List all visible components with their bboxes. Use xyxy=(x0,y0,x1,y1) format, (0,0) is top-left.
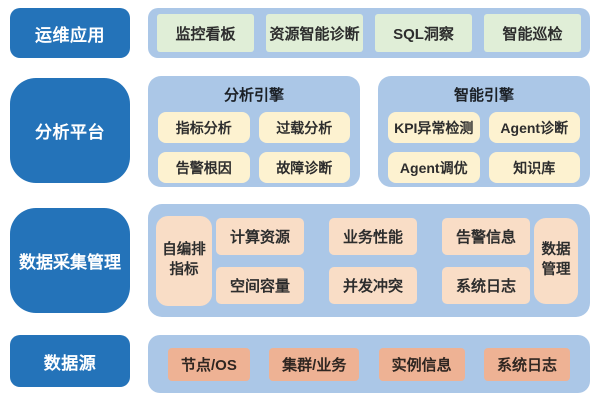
engine-item-agent-tuning: Agent调优 xyxy=(388,152,480,183)
engine-item-kpi-anomaly-detection: KPI异常检测 xyxy=(388,112,480,143)
layer-analysis: 分析平台 分析引擎 指标分析 过载分析 告警根因 故障诊断 智能引擎 KPI异常… xyxy=(0,76,600,187)
engine-item-metric-analysis: 指标分析 xyxy=(158,112,250,143)
engine-item-alarm-root-cause: 告警根因 xyxy=(158,152,250,183)
layer-label-collection: 数据采集管理 xyxy=(10,208,130,313)
analysis-engine-title: 分析引擎 xyxy=(223,87,284,104)
source-item-instance-info: 实例信息 xyxy=(378,347,465,381)
collect-item-business-performance: 业务性能 xyxy=(329,217,417,255)
intelligent-engine-grid: KPI异常检测 Agent诊断 Agent调优 知识库 xyxy=(388,112,580,183)
ops-item-monitor-dashboard: 监控看板 xyxy=(157,14,254,52)
collect-item-alarm-info: 告警信息 xyxy=(442,217,530,255)
collect-item-system-log: 系统日志 xyxy=(442,266,530,304)
source-item-system-log: 系统日志 xyxy=(483,347,570,381)
collection-container: 自编排 指标 计算资源 业务性能 告警信息 空间容量 并发冲突 系统日志 数据 … xyxy=(148,204,590,317)
ops-container: 监控看板 资源智能诊断 SQL洞察 智能巡检 xyxy=(148,8,590,58)
ops-item-sql-insight: SQL洞察 xyxy=(375,14,472,52)
collect-item-compute-resources: 计算资源 xyxy=(216,217,304,255)
layer-collection: 数据采集管理 自编排 指标 计算资源 业务性能 告警信息 空间容量 并发冲突 系… xyxy=(0,204,600,317)
collect-item-concurrency-conflict: 并发冲突 xyxy=(329,266,417,304)
ops-item-resource-diagnosis: 资源智能诊断 xyxy=(266,14,363,52)
collect-item-space-capacity: 空间容量 xyxy=(216,266,304,304)
source-item-cluster-business: 集群/业务 xyxy=(269,347,360,381)
layer-source: 数据源 节点/OS 集群/业务 实例信息 系统日志 xyxy=(0,335,600,393)
layer-label-analysis: 分析平台 xyxy=(10,78,130,183)
layer-ops: 运维应用 监控看板 资源智能诊断 SQL洞察 智能巡检 xyxy=(0,8,600,58)
analysis-engine-panel: 分析引擎 指标分析 过载分析 告警根因 故障诊断 xyxy=(148,76,360,187)
engine-item-overload-analysis: 过载分析 xyxy=(258,112,350,143)
collection-grid: 计算资源 业务性能 告警信息 空间容量 并发冲突 系统日志 xyxy=(216,217,530,304)
collect-item-data-management: 数据 管理 xyxy=(534,217,578,304)
ops-item-smart-inspection: 智能巡检 xyxy=(484,14,581,52)
source-item-node-os: 节点/OS xyxy=(168,347,250,381)
intelligent-engine-title: 智能引擎 xyxy=(453,87,514,104)
engine-item-knowledge-base: 知识库 xyxy=(488,152,580,183)
intelligent-engine-panel: 智能引擎 KPI异常检测 Agent诊断 Agent调优 知识库 xyxy=(378,76,590,187)
layer-label-source: 数据源 xyxy=(10,335,130,387)
analysis-engine-grid: 指标分析 过载分析 告警根因 故障诊断 xyxy=(158,112,350,183)
engine-item-fault-diagnosis: 故障诊断 xyxy=(258,152,350,183)
layer-label-ops: 运维应用 xyxy=(10,8,130,58)
collect-item-self-orchestrated-metrics: 自编排 指标 xyxy=(156,215,212,306)
source-container: 节点/OS 集群/业务 实例信息 系统日志 xyxy=(148,335,590,393)
engine-item-agent-diagnosis: Agent诊断 xyxy=(488,112,580,143)
